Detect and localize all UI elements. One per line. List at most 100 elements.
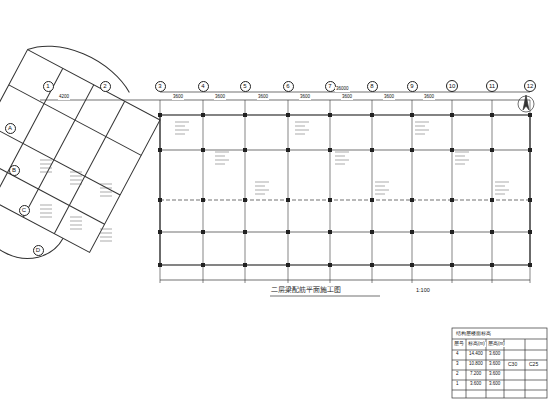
rebar-note-mark <box>415 130 429 131</box>
rebar-note-mark <box>100 192 112 193</box>
rebar-note-mark <box>70 217 82 218</box>
scale: 1:100 <box>415 288 431 294</box>
rebar-note-mark <box>415 122 429 123</box>
column <box>370 230 374 234</box>
rebar-note-mark <box>295 130 309 131</box>
column <box>370 198 374 202</box>
axis-bubble: D <box>33 245 44 256</box>
axis-number: 2 <box>103 83 106 89</box>
rebar-note-mark <box>175 126 185 127</box>
rebar-note-mark <box>100 196 112 197</box>
rebar-note-mark <box>40 160 52 161</box>
column <box>158 230 162 234</box>
rebar-note-mark <box>295 122 309 123</box>
table-cell: 层高(m) <box>487 342 506 347</box>
column <box>450 148 454 152</box>
table-cell: 3.600 <box>488 352 501 357</box>
rebar-note-mark <box>495 186 505 187</box>
dimension: 3600 <box>257 95 269 100</box>
rebar-note-mark <box>335 164 345 165</box>
rebar-note-mark <box>175 130 189 131</box>
table-cell: 3.600 <box>469 382 482 387</box>
axis-number: D <box>36 247 40 253</box>
grid-line <box>452 100 453 283</box>
column <box>328 198 332 202</box>
axis-number: 4 <box>201 83 204 89</box>
dimension: 3600 <box>299 95 311 100</box>
axis-number: 7 <box>328 83 331 89</box>
dimension: 3600 <box>423 95 435 100</box>
column <box>370 113 374 117</box>
rebar-note-mark <box>100 184 112 185</box>
grid-line <box>245 100 246 283</box>
column <box>450 198 454 202</box>
column <box>490 148 494 152</box>
column <box>490 113 494 117</box>
rebar-note-mark <box>100 233 112 234</box>
column <box>201 113 205 117</box>
axis-number: 10 <box>449 83 456 89</box>
axis-bubble: 12 <box>524 80 536 92</box>
table-cell: 3.600 <box>488 362 501 367</box>
grid-line <box>530 100 531 283</box>
rebar-note-mark <box>100 188 112 189</box>
rebar-note-mark <box>175 134 185 135</box>
rebar-note-mark <box>375 182 389 183</box>
column <box>201 230 205 234</box>
column <box>370 148 374 152</box>
column <box>286 113 290 117</box>
rebar-note-mark <box>70 225 82 226</box>
table-cell: 1 <box>455 382 460 387</box>
rebar-note-mark <box>295 134 305 135</box>
rebar-note-mark <box>40 168 52 169</box>
axis-bubble: 1 <box>43 81 54 92</box>
plan-title: 二层梁配筋平面施工图 <box>270 286 342 293</box>
axis-bubble: B <box>9 165 20 176</box>
axis-bubble: 9 <box>407 81 418 92</box>
column <box>410 198 414 202</box>
axis-number: 1 <box>46 83 49 89</box>
column <box>158 148 162 152</box>
rebar-note-mark <box>455 164 465 165</box>
grid-line <box>492 100 493 283</box>
rebar-note-mark <box>255 194 265 195</box>
rebar-note-mark <box>255 190 269 191</box>
column <box>410 263 414 267</box>
column <box>286 263 290 267</box>
column <box>286 148 290 152</box>
rebar-note-mark <box>495 194 505 195</box>
rebar-note-mark <box>495 190 509 191</box>
axis-bubble: 10 <box>446 80 458 92</box>
rebar-note-mark <box>100 237 112 238</box>
axis-bubble: 8 <box>367 81 378 92</box>
axis-number: 11 <box>489 83 495 89</box>
axis-bubble: 3 <box>155 81 166 92</box>
column <box>450 113 454 117</box>
table-cell: 3.600 <box>488 372 501 377</box>
axis-number: 6 <box>286 83 289 89</box>
rebar-note-mark <box>40 172 52 173</box>
rebar-note-mark <box>100 241 112 242</box>
column <box>243 113 247 117</box>
axis-bubble: 7 <box>325 81 336 92</box>
table-cell: 14.400 <box>468 352 484 357</box>
table-title: 结构层楼面标高 <box>455 331 492 336</box>
column <box>370 263 374 267</box>
axis-bubble: 4 <box>198 81 209 92</box>
column <box>490 230 494 234</box>
rebar-note-mark <box>455 152 469 153</box>
rebar-note-mark <box>215 160 229 161</box>
grid-line <box>330 100 331 283</box>
rebar-note-mark <box>70 229 82 230</box>
dimension: 3600 <box>214 95 226 100</box>
column <box>158 263 162 267</box>
rebar-note-mark <box>455 156 465 157</box>
rebar-note-mark <box>415 126 425 127</box>
axis-number: C <box>22 207 26 213</box>
column <box>450 230 454 234</box>
rebar-note-mark <box>495 182 509 183</box>
rebar-note-mark <box>40 209 52 210</box>
column <box>328 113 332 117</box>
column <box>286 198 290 202</box>
table-cell: 2 <box>455 372 460 377</box>
